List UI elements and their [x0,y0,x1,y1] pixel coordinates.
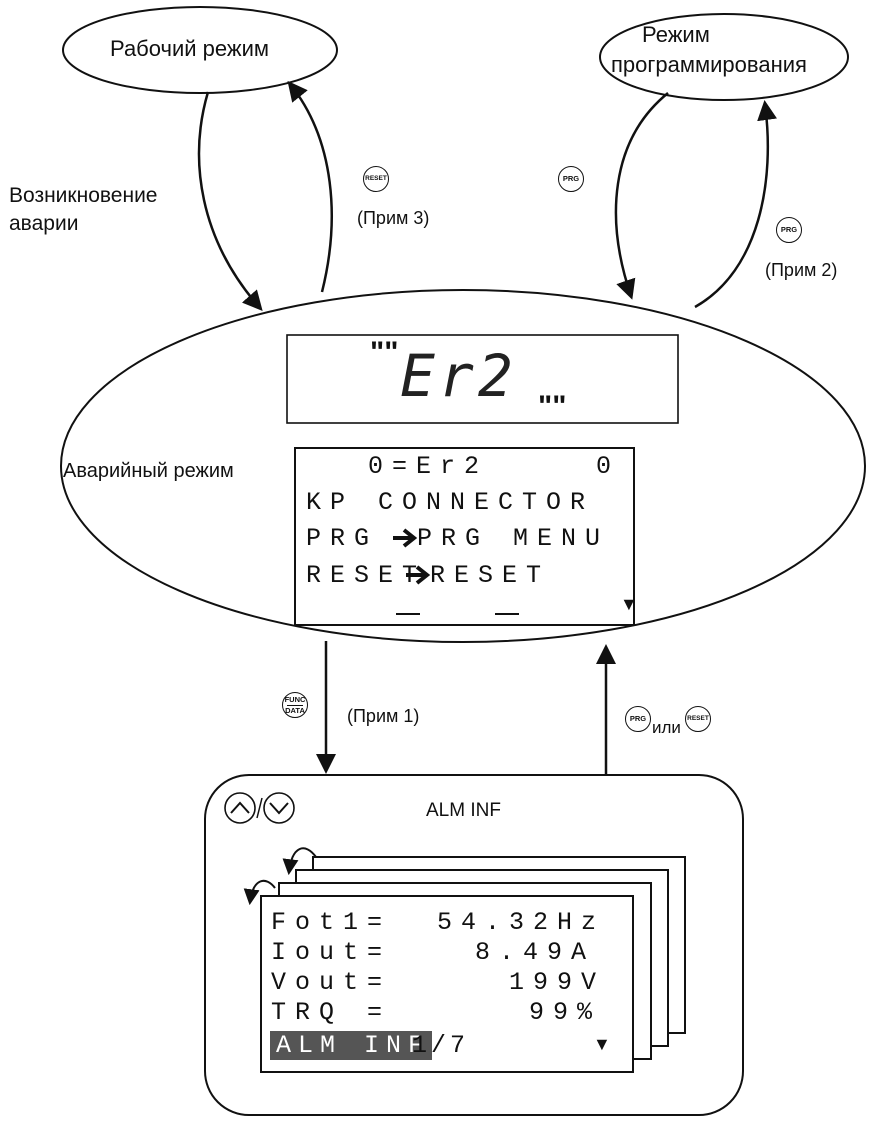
down-chevron-icon [269,802,289,815]
prg-key-icon: PRG [558,166,584,192]
arrow-prg-to-alarm [614,92,669,300]
up-chevron-icon [230,801,250,814]
page-turn-arrow-1 [282,847,317,876]
prg-key-icon: PRG [625,706,651,732]
note3-label: (Прим 3) [357,208,430,228]
arrow-alarm-occurrence [197,91,263,312]
alarm-lcd-line2: KP CONNECTOR [306,488,595,517]
func-key-text: FUNC [284,694,306,704]
alarm-mode-label: Аварийный режим [63,460,234,482]
alarm-lcd-line4-right: RESET [430,561,551,590]
note1-label: (Прим 1) [347,706,420,726]
alm-inf-scroll-arrow: ▼ [593,1034,611,1054]
arrow-glyph-reset [406,565,431,585]
alarm-lcd-line3-left: PRG [306,524,379,553]
page-turn-arrow-2 [243,879,276,906]
up-key-icon [224,792,256,824]
alarm-occurrence-label-line2: аварии [9,212,79,235]
led-display-value: Er2 [400,342,517,410]
note2-label: (Прим 2) [765,260,838,280]
operation-mode-label: Рабочий режим [110,36,270,61]
data-key-text: DATA [285,705,305,715]
operation-mode-node [62,6,338,94]
alm-inf-row3-value: 199V [509,968,606,997]
alarm-lcd-line4-left: RESET [306,561,427,590]
alm-inf-row3-label: Vout= [271,968,392,997]
func-data-divider [287,704,303,706]
arrow-glyph-prg [393,528,418,548]
alm-inf-footer-label: ALM INF [270,1031,433,1060]
led-blink-marks-bottom: "" [538,390,567,423]
alm-inf-row2-label: Iout= [271,938,392,967]
slash-separator [256,797,263,819]
alm-inf-row1-label: Fot1= [271,908,392,937]
alm-inf-container [204,774,744,1116]
alm-inf-row4-value: 99% [529,998,602,1027]
programming-mode-node [599,13,849,101]
prg-key-icon: PRG [776,217,802,243]
alm-inf-row2-value: 8.49A [475,938,596,967]
programming-mode-label-line2: программирования [611,52,807,77]
alarm-lcd-scroll-arrow: ▼ [620,594,638,614]
led-display-frame [286,334,679,424]
alm-inf-row4-label: TRQ = [271,998,392,1027]
alm-inf-page-indicator: 1/7 [412,1031,470,1060]
func-data-key-icon: FUNC DATA [282,692,308,718]
alarm-lcd-line1-right: 0 [596,452,621,481]
alarm-lcd-line3-right: PRG MENU [417,524,610,553]
arrow-prg-to-programming [694,100,777,309]
alarm-lcd-line1-left: 0=Er2 [368,452,489,481]
reset-key-icon: RESET [363,166,389,192]
arrow-reset-to-operation [287,80,333,293]
alarm-mode-node [60,289,866,643]
down-key-icon [263,792,295,824]
programming-mode-label-line1: Режим [642,22,710,47]
alarm-lcd-frame [294,447,635,626]
or-label: или [652,718,681,737]
alarm-occurrence-label-line1: Возникновение [9,184,158,207]
alm-inf-row1-value: 54.32Hz [437,908,606,937]
alm-inf-title: ALM INF [426,800,501,821]
led-blink-marks-top: "" [370,336,399,369]
reset-key-icon: RESET [685,706,711,732]
